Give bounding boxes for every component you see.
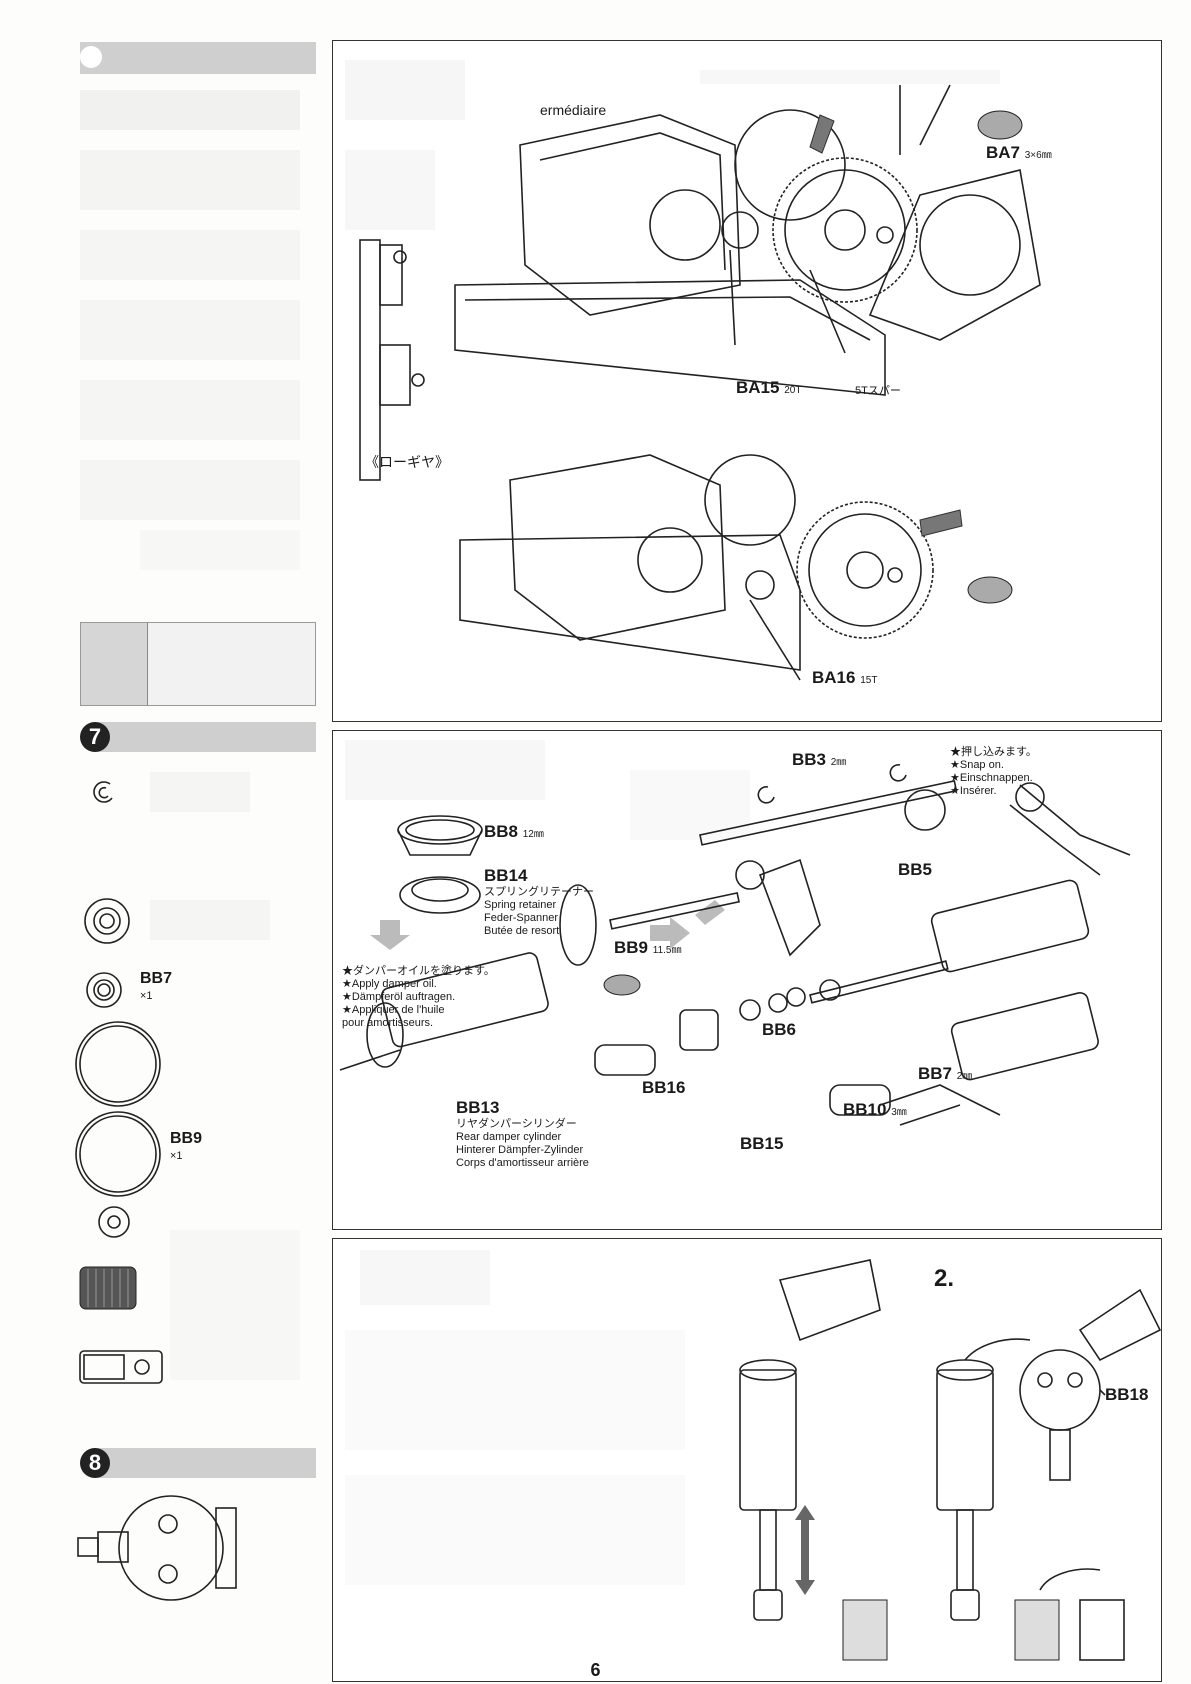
bb14-line-3: Butée de resort bbox=[484, 925, 560, 937]
bb14-code: BB14 bbox=[484, 866, 528, 885]
bb9-o-ring-icon bbox=[75, 1111, 161, 1197]
bb7-part-code: BB7 bbox=[140, 970, 173, 987]
bb8-code-text: BB8 bbox=[484, 822, 519, 841]
faint-text-block bbox=[80, 90, 300, 130]
faint-text-block bbox=[700, 70, 1000, 84]
page-number: 6 bbox=[590, 1660, 601, 1680]
bb8-size: 12㎜ bbox=[522, 829, 544, 840]
damper-exploded-illustration bbox=[339, 764, 1131, 1126]
info-box-left bbox=[81, 623, 147, 705]
rod-end-icon bbox=[79, 1350, 163, 1384]
o-ring-large-icon bbox=[75, 1021, 161, 1107]
faint-text-block bbox=[150, 772, 250, 812]
bb13-line-1: Rear damper cylinder bbox=[456, 1131, 562, 1143]
section-header-dot bbox=[80, 46, 102, 68]
bb7-code-text: BB7 bbox=[918, 1064, 953, 1083]
ba15-teeth: 20T bbox=[784, 385, 802, 396]
bb9-part-qty: ×1 bbox=[170, 1150, 183, 1162]
bb9-code: BB9 11.5㎜ bbox=[614, 938, 681, 958]
section-header-bar bbox=[80, 42, 316, 74]
faint-text-block bbox=[80, 150, 300, 210]
faint-text-block bbox=[140, 530, 300, 570]
faint-text-block bbox=[345, 1475, 685, 1585]
info-box-rule bbox=[147, 623, 148, 705]
oil-note-0: ★ダンパーオイルを塗ります。 bbox=[342, 965, 495, 977]
low-gear-title: 《ローギヤ》 bbox=[365, 454, 449, 470]
snap-note-1: ★Snap on. bbox=[950, 759, 1004, 771]
bb13-line-0: リヤダンパーシリンダー bbox=[456, 1118, 577, 1130]
ba15-code: BA15 20T bbox=[736, 378, 801, 398]
step7-header-bar bbox=[98, 722, 316, 752]
spur-gear-label: 5Tスパー bbox=[855, 385, 901, 397]
faint-text-block bbox=[80, 300, 300, 360]
ba7-size: 3×6㎜ bbox=[1024, 150, 1052, 161]
ba7-code: BA7 3×6㎜ bbox=[986, 143, 1052, 163]
bb14-line-2: Feder-Spanner bbox=[484, 912, 558, 924]
snap-note-0: ★押し込みます。 bbox=[950, 746, 1037, 758]
ba16-code-text: BA16 bbox=[812, 668, 856, 687]
step8-number: 8 bbox=[80, 1448, 110, 1478]
bb13-code: BB13 bbox=[456, 1098, 500, 1117]
e-clip-icon bbox=[93, 781, 113, 803]
intermediate-label: ermédiaire bbox=[540, 102, 607, 118]
bb7-part-qty: ×1 bbox=[140, 990, 153, 1002]
bb9-size: 11.5㎜ bbox=[652, 945, 682, 956]
bb13-line-3: Corps d'amortisseur arrière bbox=[456, 1157, 589, 1169]
bb15-code: BB15 bbox=[740, 1134, 784, 1153]
bb13-line-2: Hinterer Dämpfer-Zylinder bbox=[456, 1144, 584, 1156]
bb3-code: BB3 2㎜ bbox=[792, 750, 846, 770]
ba15-code-text: BA15 bbox=[736, 378, 780, 397]
bb6-code: BB6 bbox=[762, 1020, 797, 1039]
bb8-code: BB8 12㎜ bbox=[484, 822, 544, 842]
snap-note-2: ★Einschnappen. bbox=[950, 772, 1033, 784]
step7-number: 7 bbox=[80, 722, 110, 752]
bb14-line-1: Spring retainer bbox=[484, 899, 557, 911]
bb9-part-code: BB9 bbox=[170, 1130, 203, 1147]
faint-text-block bbox=[150, 900, 270, 940]
faint-text-block bbox=[345, 60, 465, 120]
bb3-code-text: BB3 bbox=[792, 750, 827, 769]
ba16-teeth: 15T bbox=[860, 675, 878, 686]
faint-text-block bbox=[345, 1330, 685, 1450]
oil-note-2: ★Dämpferöl auftragen. bbox=[342, 991, 456, 1003]
ba16-code: BA16 15T bbox=[812, 668, 877, 688]
damper-cap-icon bbox=[77, 1495, 237, 1601]
knurled-collar-icon bbox=[79, 1266, 137, 1310]
bb7-washer-icon bbox=[86, 972, 122, 1008]
step-2-label: 2. bbox=[934, 1265, 955, 1292]
gearbox-assembly-illustration bbox=[359, 84, 1041, 481]
oil-fill-illustration bbox=[739, 1259, 1162, 1661]
faint-text-block bbox=[170, 1230, 300, 1380]
washer-icon bbox=[84, 898, 130, 944]
info-box bbox=[80, 622, 316, 706]
bb5-code: BB5 bbox=[898, 860, 933, 879]
faint-text-block bbox=[345, 740, 545, 800]
damper-assembly-panel bbox=[332, 730, 1162, 1230]
step8-header-bar bbox=[98, 1448, 316, 1478]
faint-text-block bbox=[345, 150, 435, 230]
bb9-code-text: BB9 bbox=[614, 938, 649, 957]
bb16-code: BB16 bbox=[642, 1078, 686, 1097]
snap-note-3: ★Insérer. bbox=[950, 785, 997, 797]
bb3-size: 2㎜ bbox=[830, 757, 847, 768]
ba7-code-text: BA7 bbox=[986, 143, 1021, 162]
faint-text-block bbox=[360, 1250, 490, 1305]
small-washer-icon bbox=[98, 1206, 130, 1238]
oil-note-3: ★Appliquer de l'huile bbox=[342, 1004, 445, 1016]
bb18-code: BB18 bbox=[1105, 1385, 1149, 1404]
faint-text-block bbox=[80, 230, 300, 280]
low-gear-illustration bbox=[459, 454, 1013, 681]
faint-text-block bbox=[80, 380, 300, 440]
faint-text-block bbox=[80, 460, 300, 520]
bb10-size: 3㎜ bbox=[891, 1107, 907, 1118]
